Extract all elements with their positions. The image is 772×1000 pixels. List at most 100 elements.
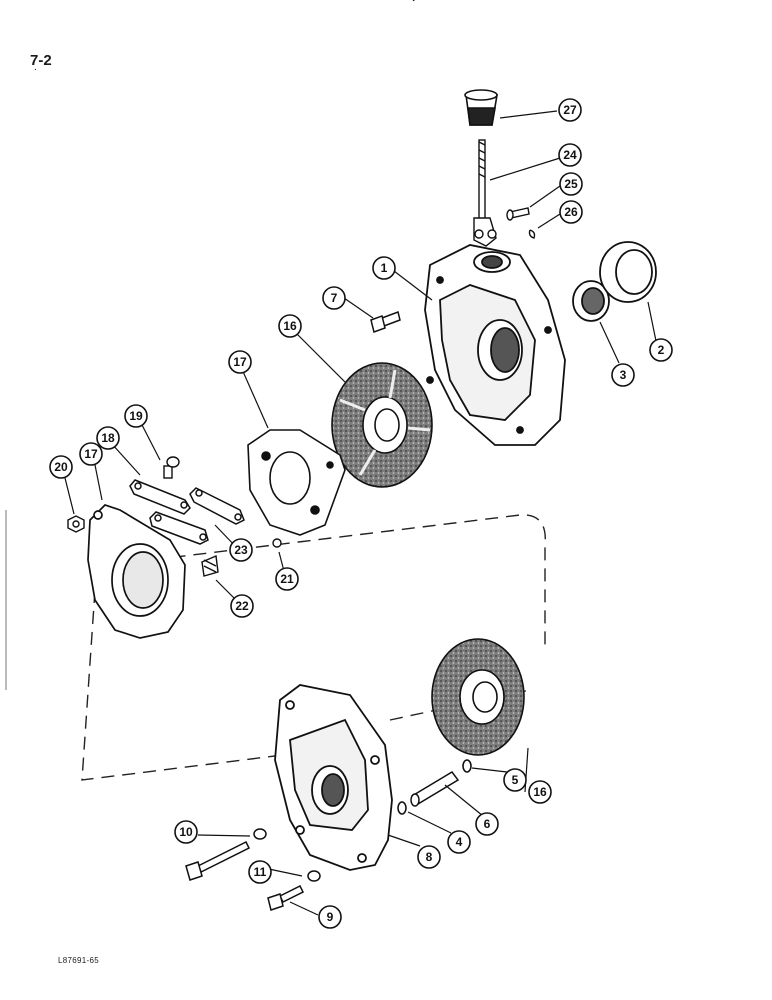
callout-circle [49,455,73,479]
part-8-brake-cover [274,684,393,871]
part-16-brake-disc-upper [331,362,433,488]
callout-label: 26 [564,205,578,219]
part-16-brake-disc-lower [431,638,525,756]
callout-label: 21 [280,572,294,586]
callout-circle [322,286,346,310]
callout-label: 16 [533,785,547,799]
callout-circle [559,172,583,196]
part-17-actuator-plate-upper [247,429,346,536]
callout-circle [174,820,198,844]
callout-circle [96,426,120,450]
part-3-seal [572,280,610,322]
callout-17: 17 [79,442,103,466]
callout-circle [447,830,471,854]
callout-21: 21 [275,567,299,591]
part-2-bearing-cup [599,241,657,303]
callout-circle [528,780,552,804]
callout-label: 16 [283,319,297,333]
callout-label: 24 [563,148,577,162]
callout-23: 23 [229,538,253,562]
callout-circle [318,905,342,929]
callout-8: 8 [417,845,441,869]
callout-7: 7 [322,286,346,310]
callout-3: 3 [611,363,635,387]
part-1-brake-housing [424,244,566,446]
callout-label: 18 [101,431,115,445]
callout-circle [475,812,499,836]
part-23-links [149,487,245,545]
callout-10: 10 [174,820,198,844]
top-edge-mark: ' [412,0,416,10]
callout-label: 17 [84,447,98,461]
callout-18: 18 [96,426,120,450]
callout-bubbles: 2724252617161719182017232122321656481011… [49,98,673,929]
callout-17: 17 [228,350,252,374]
callout-circle [503,768,527,792]
callout-circle [417,845,441,869]
callout-27: 27 [558,98,582,122]
part-27-cap [464,89,498,126]
callout-circle [558,143,582,167]
callout-label: 4 [456,835,463,849]
callout-label: 23 [234,543,248,557]
part-22-spring [201,554,219,577]
callout-16: 16 [278,314,302,338]
callout-circle [229,538,253,562]
callout-25: 25 [559,172,583,196]
part-20-nut [67,515,85,533]
callout-label: 19 [129,409,143,423]
callout-circle [248,860,272,884]
part-6-actuating-pin [410,771,460,807]
callout-11: 11 [248,860,272,884]
part-7-bolt [370,311,401,333]
callout-label: 6 [484,817,491,831]
callout-circle [79,442,103,466]
callout-19: 19 [124,404,148,428]
callout-circle [228,350,252,374]
callout-circle [372,256,396,280]
callout-label: 17 [233,355,247,369]
callout-label: 10 [179,825,193,839]
part-5-o-ring [462,759,472,773]
callout-label: 11 [254,865,267,879]
callout-label: 1 [381,261,388,275]
callout-circle [611,363,635,387]
callout-6: 6 [475,812,499,836]
callout-label: 8 [426,850,433,864]
callout-label: 9 [327,910,334,924]
callout-label: 27 [563,103,577,117]
part-26-cotter-pin [528,229,536,239]
callout-circle [124,404,148,428]
part-9-bolt [267,884,305,911]
callout-20: 20 [49,455,73,479]
page-dot: . [34,62,37,73]
callout-4: 4 [447,830,471,854]
callout-label: 20 [54,460,68,474]
callout-label: 3 [620,368,627,382]
callout-label: 7 [331,291,338,305]
callout-26: 26 [559,200,583,224]
part-4-o-ring [397,801,407,815]
callout-label: 22 [235,599,249,613]
callout-circle [230,594,254,618]
part-11-lock-washers [253,828,321,882]
part-10-long-bolt [185,840,251,881]
callout-2: 2 [649,338,673,362]
callout-5: 5 [503,768,527,792]
callout-24: 24 [558,143,582,167]
part-21-ball [272,538,282,548]
callout-9: 9 [318,905,342,929]
callout-label: 5 [512,773,519,787]
callout-circle [649,338,673,362]
part-25-pin [506,207,530,221]
callout-circle [558,98,582,122]
part-19-screw [163,456,180,479]
figure-code: L87691-65 [58,956,99,965]
callout-circle [559,200,583,224]
page-number: 7-2 [30,52,52,69]
callout-22: 22 [230,594,254,618]
callout-circle [275,567,299,591]
callout-circle [278,314,302,338]
